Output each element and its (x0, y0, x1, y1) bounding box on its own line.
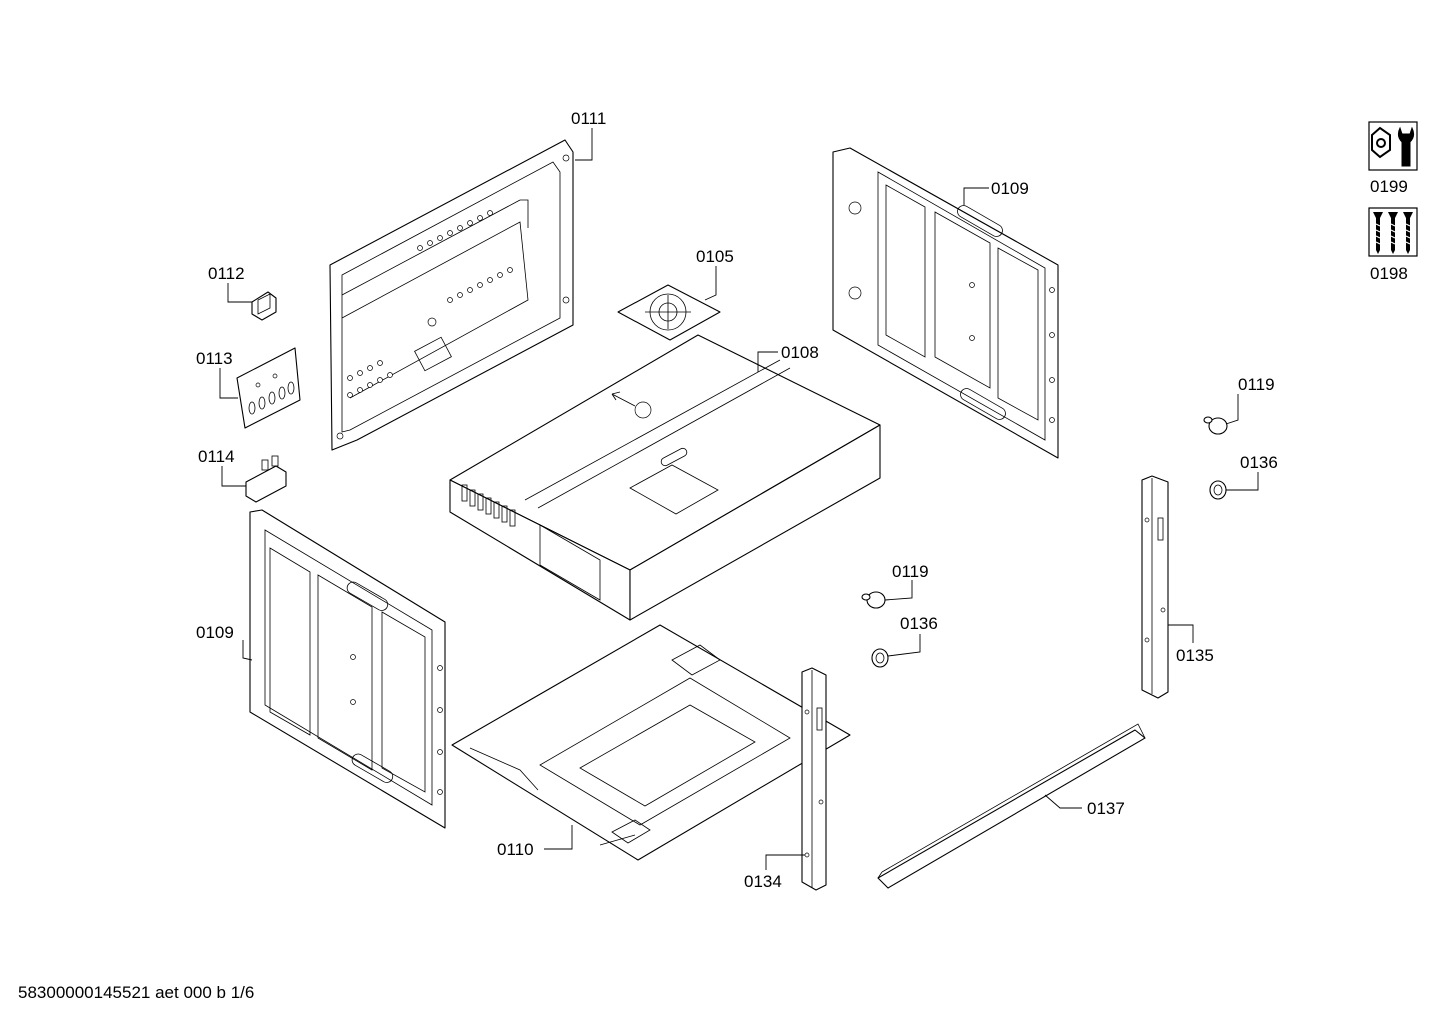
part-0119-right-cap (1203, 416, 1228, 435)
callout-0135: 0135 (1176, 646, 1214, 665)
part-0111-back-panel (329, 139, 574, 451)
part-0105-fan-seal (617, 284, 721, 341)
part-0136-mid-bushing (871, 648, 889, 668)
wrench-nut-icon (1371, 126, 1415, 167)
callout-0136-mid: 0136 (900, 614, 938, 633)
part-0109-right-side-panel (832, 147, 1059, 459)
callout-0134: 0134 (744, 872, 782, 891)
part-0114-connector (245, 455, 287, 503)
part-0113-terminal-block (236, 347, 301, 429)
part-0110-bottom-tray (451, 624, 851, 861)
part-0109-left-side-panel (249, 509, 446, 829)
part-0135-right-rail (1141, 475, 1169, 699)
callout-0119-right: 0119 (1238, 375, 1275, 394)
callout-0112: 0112 (208, 264, 245, 283)
legend-tools-label: 0199 (1370, 177, 1408, 196)
callout-0136-right: 0136 (1240, 453, 1278, 472)
callout-0105: 0105 (696, 247, 734, 266)
callout-labels: 0111 0109 0105 0108 0112 0113 0114 0119 … (196, 109, 1278, 891)
callout-0110: 0110 (497, 840, 534, 859)
callout-0137: 0137 (1087, 799, 1125, 818)
vent-slots (461, 484, 516, 527)
callout-0114: 0114 (198, 447, 235, 466)
document-code: 58300000145521 aet 000 b 1/6 (18, 983, 254, 1002)
callout-0119-mid: 0119 (892, 562, 929, 581)
callout-0109-top: 0109 (991, 179, 1029, 198)
part-0137-front-strip (877, 723, 1146, 889)
part-0112-clip (251, 291, 277, 321)
callout-0113: 0113 (196, 349, 233, 368)
callout-0108: 0108 (781, 343, 819, 362)
part-0119-mid-cap (861, 591, 886, 609)
screws-icon (1373, 212, 1413, 254)
legend-tools: 0199 (1368, 121, 1418, 196)
vent-holes (347, 210, 513, 398)
part-0136-right-bushing (1209, 480, 1227, 500)
legend-screws-label: 0198 (1370, 264, 1408, 283)
callout-0109-left: 0109 (196, 623, 234, 642)
callout-0111: 0111 (571, 109, 606, 128)
part-0134-left-rail (801, 667, 827, 891)
part-0108-top-cover (449, 334, 881, 621)
leader-lines (219, 128, 1259, 870)
legend-screws: 0198 (1368, 207, 1418, 283)
